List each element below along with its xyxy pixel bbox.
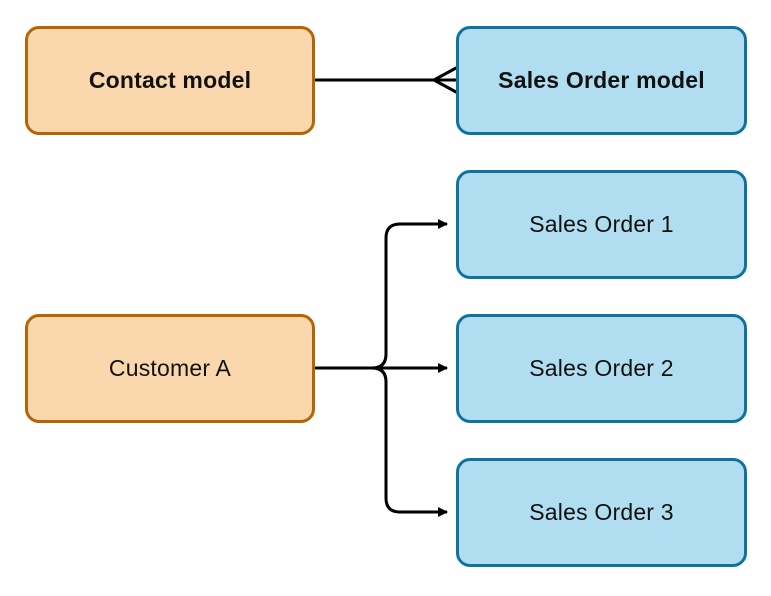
branch-to-sales-order-1 bbox=[371, 219, 448, 370]
customer-to-orders-connector bbox=[315, 219, 448, 517]
sales-order-model-node: Sales Order model bbox=[456, 26, 747, 135]
contact-model-label: Contact model bbox=[88, 67, 252, 93]
branch-to-sales-order-3 bbox=[371, 366, 448, 517]
sales-order-3-node: Sales Order 3 bbox=[456, 458, 747, 567]
crows-foot-icon bbox=[432, 66, 458, 94]
sales-order-model-label: Sales Order model bbox=[498, 67, 705, 93]
sales-order-2-label: Sales Order 2 bbox=[529, 355, 674, 381]
customer-a-label: Customer A bbox=[108, 355, 232, 381]
contact-model-node: Contact model bbox=[25, 26, 315, 135]
sales-order-1-label: Sales Order 1 bbox=[529, 211, 674, 237]
sales-order-2-node: Sales Order 2 bbox=[456, 314, 747, 423]
customer-a-node: Customer A bbox=[25, 314, 315, 423]
sales-order-1-node: Sales Order 1 bbox=[456, 170, 747, 279]
one-to-many-connector bbox=[315, 66, 458, 94]
sales-order-3-label: Sales Order 3 bbox=[529, 499, 674, 525]
